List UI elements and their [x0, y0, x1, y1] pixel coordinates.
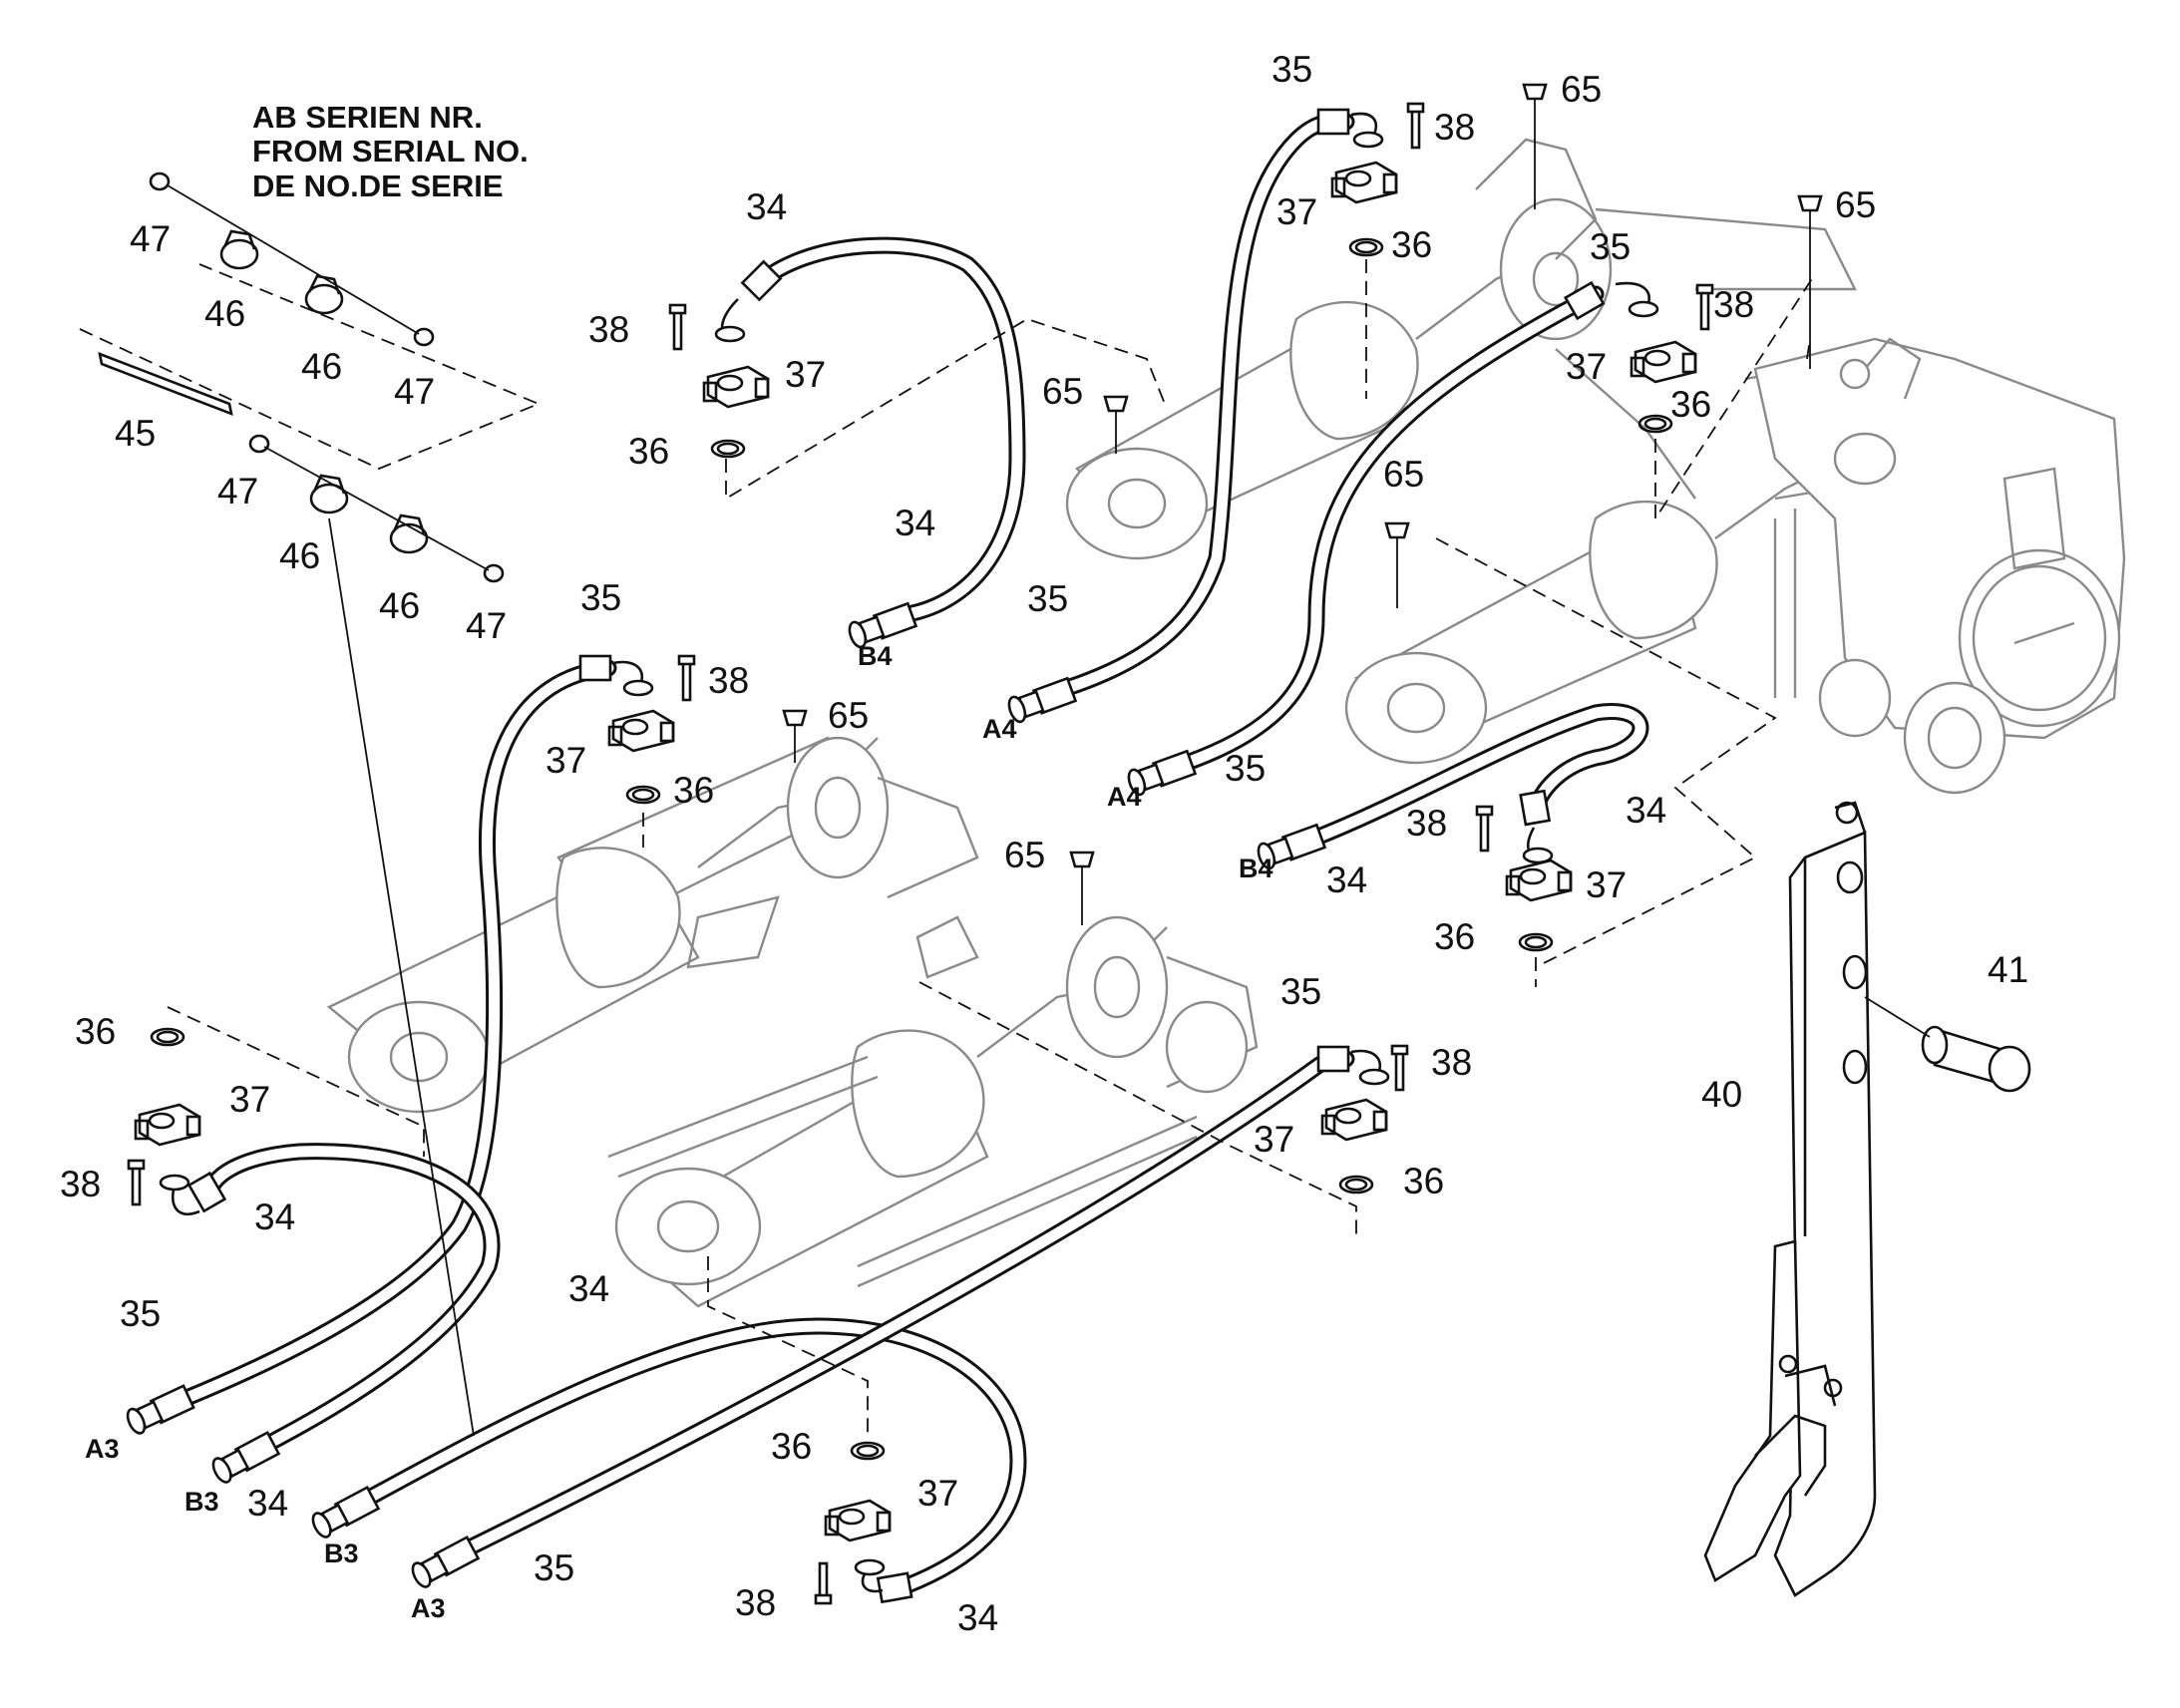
alignment-lines — [79, 259, 1816, 1436]
callout-37: 37 — [917, 1473, 958, 1514]
shank-pin — [1864, 996, 2031, 1093]
callout-38: 38 — [60, 1164, 101, 1204]
callout-35: 35 — [1280, 971, 1321, 1012]
callouts: 47 47 47 47 46 46 46 46 45 34 34 34 34 3… — [60, 49, 2028, 1638]
callout-46: 46 — [204, 293, 245, 334]
callout-34: 34 — [895, 503, 935, 543]
cylinder-assembly-background — [326, 138, 2126, 1308]
callout-36: 36 — [1403, 1161, 1444, 1201]
port-label-a4: A4 — [982, 714, 1017, 744]
note-line-3: DE NO.DE SERIE — [252, 169, 504, 203]
note-line-1: AB SERIEN NR. — [252, 100, 483, 135]
hose-end-fittings — [126, 108, 1659, 1604]
callout-38: 38 — [708, 660, 749, 701]
callout-37: 37 — [1566, 346, 1607, 387]
callout-35: 35 — [580, 577, 621, 618]
plugs — [782, 83, 1823, 925]
callout-36: 36 — [1391, 224, 1432, 265]
callout-37: 37 — [1276, 191, 1317, 232]
serial-note: AB SERIEN NR. FROM SERIAL NO. DE NO.DE S… — [252, 100, 529, 203]
callout-38: 38 — [1406, 803, 1447, 844]
callout-65: 65 — [1835, 184, 1876, 225]
ripper-shank — [1703, 801, 1877, 1597]
callout-34: 34 — [1626, 790, 1666, 831]
callout-46: 46 — [279, 535, 320, 576]
callout-47: 47 — [217, 471, 258, 512]
callout-35: 35 — [1225, 748, 1266, 789]
callout-37: 37 — [1586, 864, 1627, 905]
callout-35: 35 — [1590, 226, 1631, 267]
callout-41: 41 — [1988, 949, 2028, 990]
callout-36: 36 — [673, 770, 714, 811]
callout-36: 36 — [628, 431, 669, 472]
port-label-b3: B3 — [324, 1538, 359, 1568]
callout-38: 38 — [588, 309, 629, 350]
callout-65: 65 — [1561, 69, 1602, 110]
callout-36: 36 — [1670, 384, 1711, 425]
callout-34: 34 — [1326, 859, 1367, 900]
callout-38: 38 — [735, 1582, 776, 1623]
callout-46: 46 — [301, 346, 342, 387]
port-label-a3: A3 — [411, 1593, 446, 1623]
callout-38: 38 — [1434, 107, 1475, 148]
port-label-a4: A4 — [1107, 782, 1142, 812]
port-label-b4: B4 — [858, 641, 893, 671]
callout-34: 34 — [568, 1268, 609, 1309]
callout-45: 45 — [115, 413, 156, 454]
callout-37: 37 — [229, 1079, 270, 1120]
callout-36: 36 — [75, 1011, 116, 1052]
port-label-b3: B3 — [184, 1487, 219, 1517]
callout-37: 37 — [545, 740, 586, 781]
callout-47: 47 — [130, 218, 171, 259]
callout-65: 65 — [1042, 371, 1083, 412]
callout-65: 65 — [828, 695, 869, 736]
callout-34: 34 — [957, 1597, 998, 1638]
callout-35: 35 — [534, 1547, 574, 1588]
callout-65: 65 — [1004, 835, 1045, 875]
callout-34: 34 — [254, 1196, 295, 1237]
callout-35: 35 — [1027, 578, 1068, 619]
callout-35: 35 — [1272, 49, 1312, 90]
callout-38: 38 — [1713, 284, 1754, 325]
callout-47: 47 — [394, 371, 435, 412]
serial-inset-parts — [98, 171, 505, 1437]
callout-36: 36 — [771, 1426, 812, 1467]
callout-37: 37 — [785, 354, 826, 395]
hydraulic-hoses — [171, 112, 1649, 1594]
port-label-a3: A3 — [85, 1434, 120, 1464]
callout-36: 36 — [1434, 916, 1475, 957]
port-label-b4: B4 — [1239, 854, 1273, 883]
callout-34: 34 — [247, 1483, 288, 1524]
callout-34: 34 — [746, 186, 787, 227]
callout-65: 65 — [1383, 454, 1424, 495]
callout-38: 38 — [1431, 1042, 1472, 1083]
port-labels: B4 A4 A4 B4 A3 B3 B3 A3 — [85, 641, 1273, 1623]
callout-35: 35 — [120, 1293, 161, 1334]
flange-sets — [127, 102, 1714, 1605]
callout-40: 40 — [1701, 1074, 1742, 1115]
callout-47: 47 — [466, 605, 507, 646]
callout-46: 46 — [379, 585, 420, 626]
note-line-2: FROM SERIAL NO. — [252, 134, 529, 169]
callout-37: 37 — [1254, 1119, 1294, 1160]
